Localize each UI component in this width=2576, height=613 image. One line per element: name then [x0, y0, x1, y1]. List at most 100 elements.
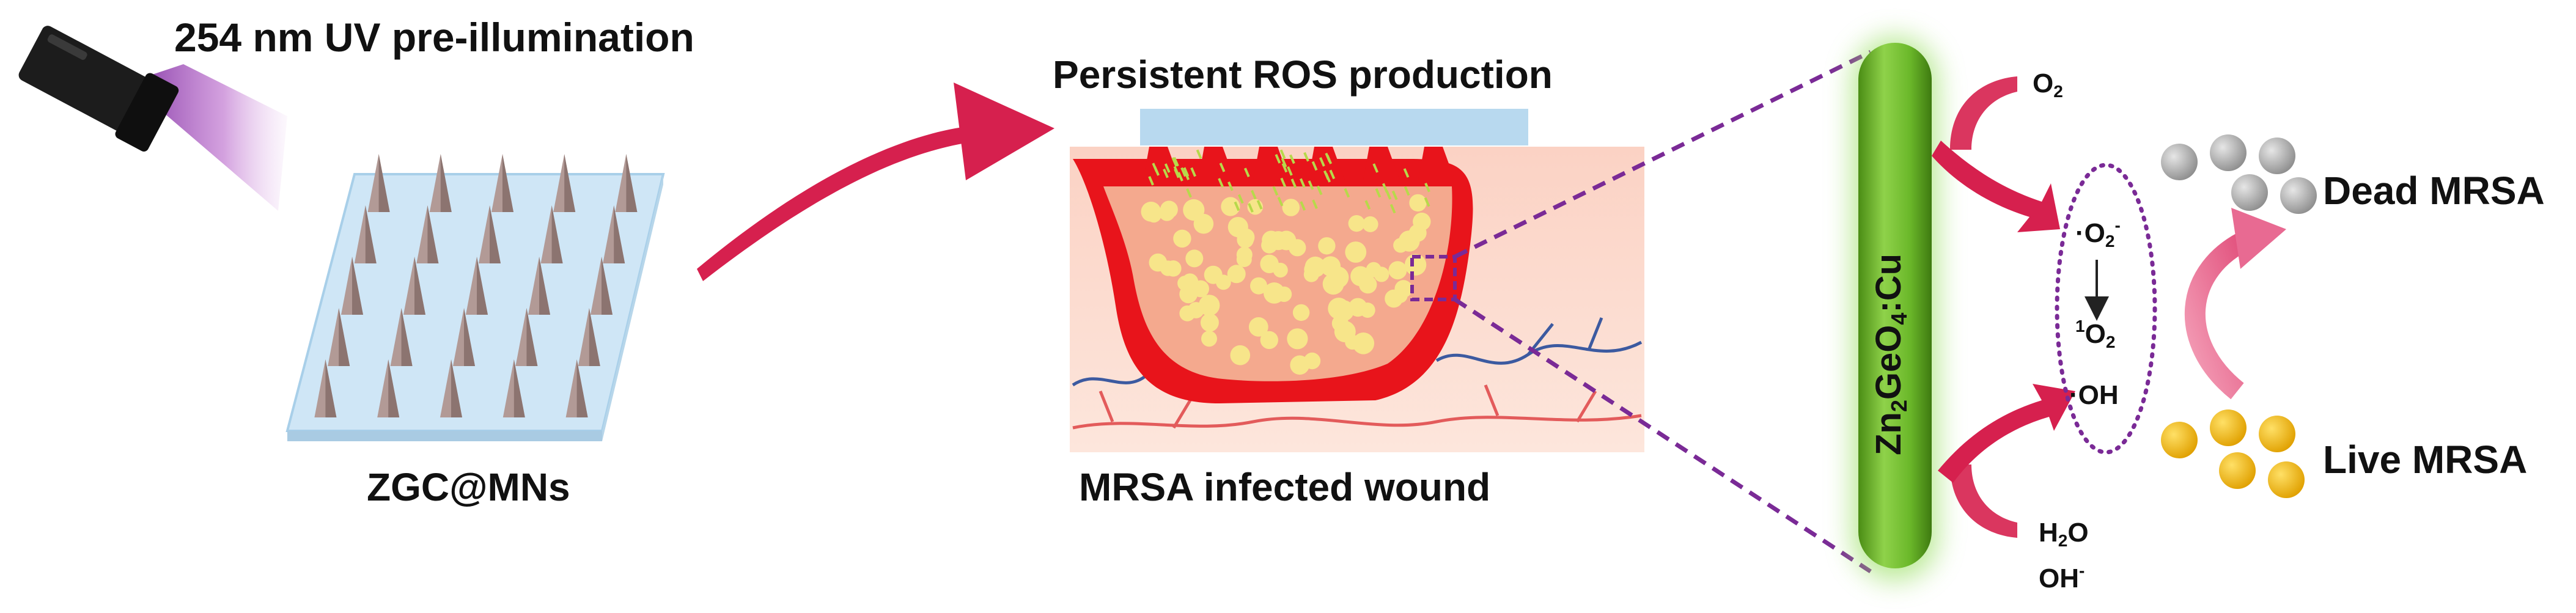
microneedle	[367, 154, 390, 212]
bacterium	[1388, 261, 1407, 280]
microneedle	[390, 308, 413, 366]
ros-spark	[1404, 186, 1410, 196]
microneedle	[578, 308, 600, 366]
bacterium	[1409, 194, 1427, 212]
microneedle-label: ZGC@MNs	[367, 465, 570, 509]
microneedle	[615, 154, 638, 212]
wound-cross-section-icon	[1070, 109, 1644, 452]
bacteria-cluster-icon	[2161, 134, 2317, 498]
bacterium	[1404, 254, 1427, 276]
uv-title: 254 nm UV pre-illumination	[174, 15, 694, 60]
bacterium	[1193, 213, 1214, 234]
bacterium	[1173, 229, 1191, 248]
wound-label: MRSA infected wound	[1079, 465, 1491, 509]
bacterium	[1260, 331, 1278, 350]
ros-spark	[1325, 152, 1331, 163]
bacterium	[1333, 300, 1355, 321]
bacterium	[1236, 246, 1253, 263]
ros-spark	[1218, 178, 1224, 188]
ros-spark	[1372, 163, 1379, 173]
ros-species-oval	[2055, 163, 2157, 455]
ros-spark	[1251, 189, 1257, 200]
ros-spark	[1375, 188, 1382, 198]
bacterium	[1287, 328, 1308, 350]
bacterium	[1261, 237, 1278, 254]
ros-spark	[1163, 168, 1169, 178]
bacterium	[1320, 256, 1341, 277]
ros-spark	[1329, 169, 1336, 180]
ros-spark	[1281, 163, 1288, 173]
bacterium	[1366, 262, 1382, 277]
microneedle	[515, 308, 538, 366]
ros-spark	[1171, 157, 1178, 167]
ros-spark	[1281, 158, 1287, 167]
ros-spark	[1308, 180, 1314, 190]
ros-spark	[1289, 154, 1295, 164]
ros-spark	[1364, 200, 1371, 210]
bacterium	[1289, 239, 1306, 257]
ros-spark	[1186, 188, 1192, 198]
microneedle	[565, 359, 588, 417]
bacterium	[1198, 295, 1220, 316]
ros-spark	[1237, 194, 1244, 204]
microneedle	[528, 257, 550, 315]
microneedle	[553, 154, 576, 212]
ros-spark	[1403, 168, 1410, 178]
ros-spark	[1319, 157, 1325, 167]
microneedle	[591, 257, 613, 315]
zoom-lines	[1454, 50, 1872, 573]
bacterium	[1260, 254, 1279, 273]
microneedle	[403, 257, 425, 315]
microneedle	[540, 205, 563, 263]
microneedle-array-icon	[285, 154, 665, 441]
live-mrsa-label: Live MRSA	[2323, 438, 2528, 482]
ros-spark	[1277, 197, 1284, 207]
ros-spark	[1275, 154, 1281, 164]
ros-spark	[1325, 173, 1331, 183]
ros-spark	[1148, 176, 1154, 186]
ros-label: Persistent ROS production	[1053, 53, 1553, 97]
ros-spark	[1299, 178, 1306, 188]
microneedle	[502, 359, 525, 417]
ros-spark	[1272, 186, 1279, 196]
ros-spark	[1234, 201, 1240, 211]
ros-spark	[1312, 199, 1318, 209]
needle-tips	[1143, 147, 1455, 180]
ros-spark	[1316, 185, 1323, 196]
transfer-arrow	[697, 83, 1054, 281]
live-bacteria	[2161, 409, 2305, 498]
bacterium	[1348, 215, 1365, 232]
bacterium	[1230, 345, 1251, 365]
ros-spark	[1180, 167, 1187, 177]
ros-spark	[1344, 188, 1350, 198]
rod-formula-label: Zn2GeO4:Cu	[1869, 253, 1912, 456]
microneedle	[479, 205, 501, 263]
blood-vessels	[1072, 317, 1643, 430]
ros-spark	[1424, 197, 1430, 207]
ros-spark	[1391, 190, 1398, 200]
bacterium	[1345, 241, 1367, 263]
water-label: H2O	[2039, 518, 2089, 550]
microneedle	[416, 205, 439, 263]
bacterium	[1141, 202, 1161, 222]
reaction-arrows	[1932, 76, 2075, 538]
microneedle	[354, 205, 377, 263]
ros-spark	[1227, 181, 1234, 191]
microneedle	[328, 308, 350, 366]
bacterium	[1216, 274, 1231, 290]
bacterium	[1392, 288, 1408, 303]
bacterium	[1182, 273, 1199, 290]
bacterium	[1362, 216, 1378, 232]
microneedle	[453, 308, 475, 366]
bacterium	[1200, 313, 1219, 332]
bacterium	[1165, 260, 1182, 277]
ros-spark	[1300, 201, 1306, 211]
ros-spark	[1152, 163, 1158, 172]
microneedle	[466, 257, 488, 315]
ros-spark	[1290, 178, 1297, 188]
bacterium	[1303, 352, 1321, 370]
bacterium	[1201, 331, 1217, 347]
hydroxide-label: OH-	[2039, 561, 2085, 593]
bacterium	[1185, 249, 1204, 268]
ros-spark	[1183, 167, 1190, 177]
